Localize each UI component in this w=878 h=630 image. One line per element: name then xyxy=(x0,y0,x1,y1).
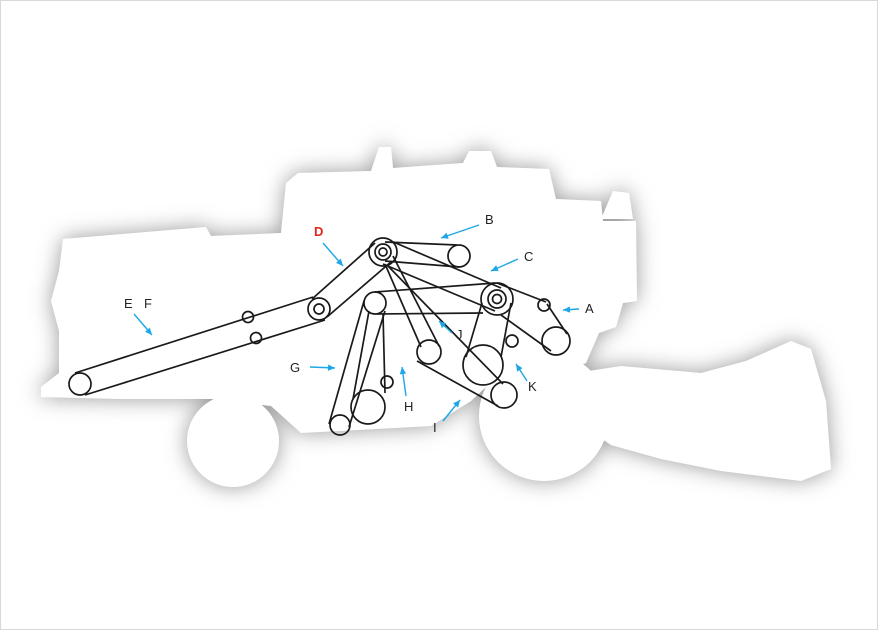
belt-h-left xyxy=(352,310,370,400)
pulley-g-bottom xyxy=(329,414,351,436)
label-i: I xyxy=(433,420,437,435)
pulley-j xyxy=(416,339,442,365)
pulley-main xyxy=(368,237,398,267)
label-h: H xyxy=(404,399,413,414)
belt-j-right xyxy=(392,255,440,347)
pulley-a-idler xyxy=(537,298,551,312)
belt-system xyxy=(68,237,571,436)
arrow-j-head xyxy=(439,321,447,329)
label-d: D xyxy=(314,224,323,239)
arrow-c-head xyxy=(491,265,499,272)
belt-b-lower xyxy=(384,260,460,268)
arrow-i-head xyxy=(453,400,460,408)
rear-wheel xyxy=(187,395,279,487)
belt-e-lower xyxy=(84,319,326,396)
label-e: E xyxy=(124,296,133,311)
arrow-b-head xyxy=(441,232,449,239)
pulley-h-small xyxy=(380,375,394,389)
pulley-c-hub xyxy=(491,293,503,305)
pulley-d-lower-hub xyxy=(313,303,325,315)
pulley-d-lower xyxy=(307,297,331,321)
belt-d-lower xyxy=(326,260,393,318)
label-g: G xyxy=(290,360,300,375)
label-b: B xyxy=(485,212,494,227)
arrow-h-head xyxy=(399,367,407,375)
label-j: J xyxy=(456,327,463,342)
pulley-i xyxy=(490,381,518,409)
pulley-main-hub xyxy=(378,247,388,257)
pulley-main-mid xyxy=(374,243,392,261)
pulley-e-left xyxy=(68,372,92,396)
label-a: A xyxy=(585,301,594,316)
belt-cross-lower xyxy=(376,312,484,315)
callout-labels: A B C D E F G H I J K xyxy=(124,212,594,435)
belt-j-left xyxy=(384,263,422,348)
arrow-d-head xyxy=(335,258,343,266)
pulley-b xyxy=(447,244,471,268)
pulley-k-small xyxy=(505,334,519,348)
pulley-f-idler-1 xyxy=(241,310,255,324)
belt-k-right xyxy=(500,302,512,358)
pulley-c-mid xyxy=(487,289,507,309)
pulley-k-large xyxy=(462,344,504,386)
arrow-a-head xyxy=(563,306,571,313)
belt-k-left xyxy=(465,302,483,358)
pulley-f-idler-2 xyxy=(249,331,263,345)
cab xyxy=(601,191,633,219)
belt-h-right xyxy=(382,312,386,394)
label-c: C xyxy=(524,249,533,264)
belt-c-upper xyxy=(390,240,502,289)
label-k: K xyxy=(528,379,537,394)
belt-i-lower xyxy=(416,360,499,407)
belt-d-upper xyxy=(311,242,376,300)
belt-g-left xyxy=(328,300,365,425)
front-wheel xyxy=(479,351,609,481)
belt-e-upper xyxy=(74,296,314,374)
belt-g-right xyxy=(348,310,386,428)
pulley-a xyxy=(541,326,571,356)
harvester-silhouette xyxy=(41,147,831,487)
header-feeder xyxy=(641,381,771,431)
belt-cross-upper xyxy=(374,282,496,293)
belt-a-upper xyxy=(496,282,547,303)
arrow-k-head xyxy=(516,364,523,372)
label-f: F xyxy=(144,296,152,311)
callout-arrows xyxy=(133,224,580,422)
pulley-h-large xyxy=(350,389,386,425)
arrow-g-head xyxy=(327,364,335,371)
belt-b-upper xyxy=(384,241,458,246)
arrow-e-head xyxy=(145,327,152,335)
